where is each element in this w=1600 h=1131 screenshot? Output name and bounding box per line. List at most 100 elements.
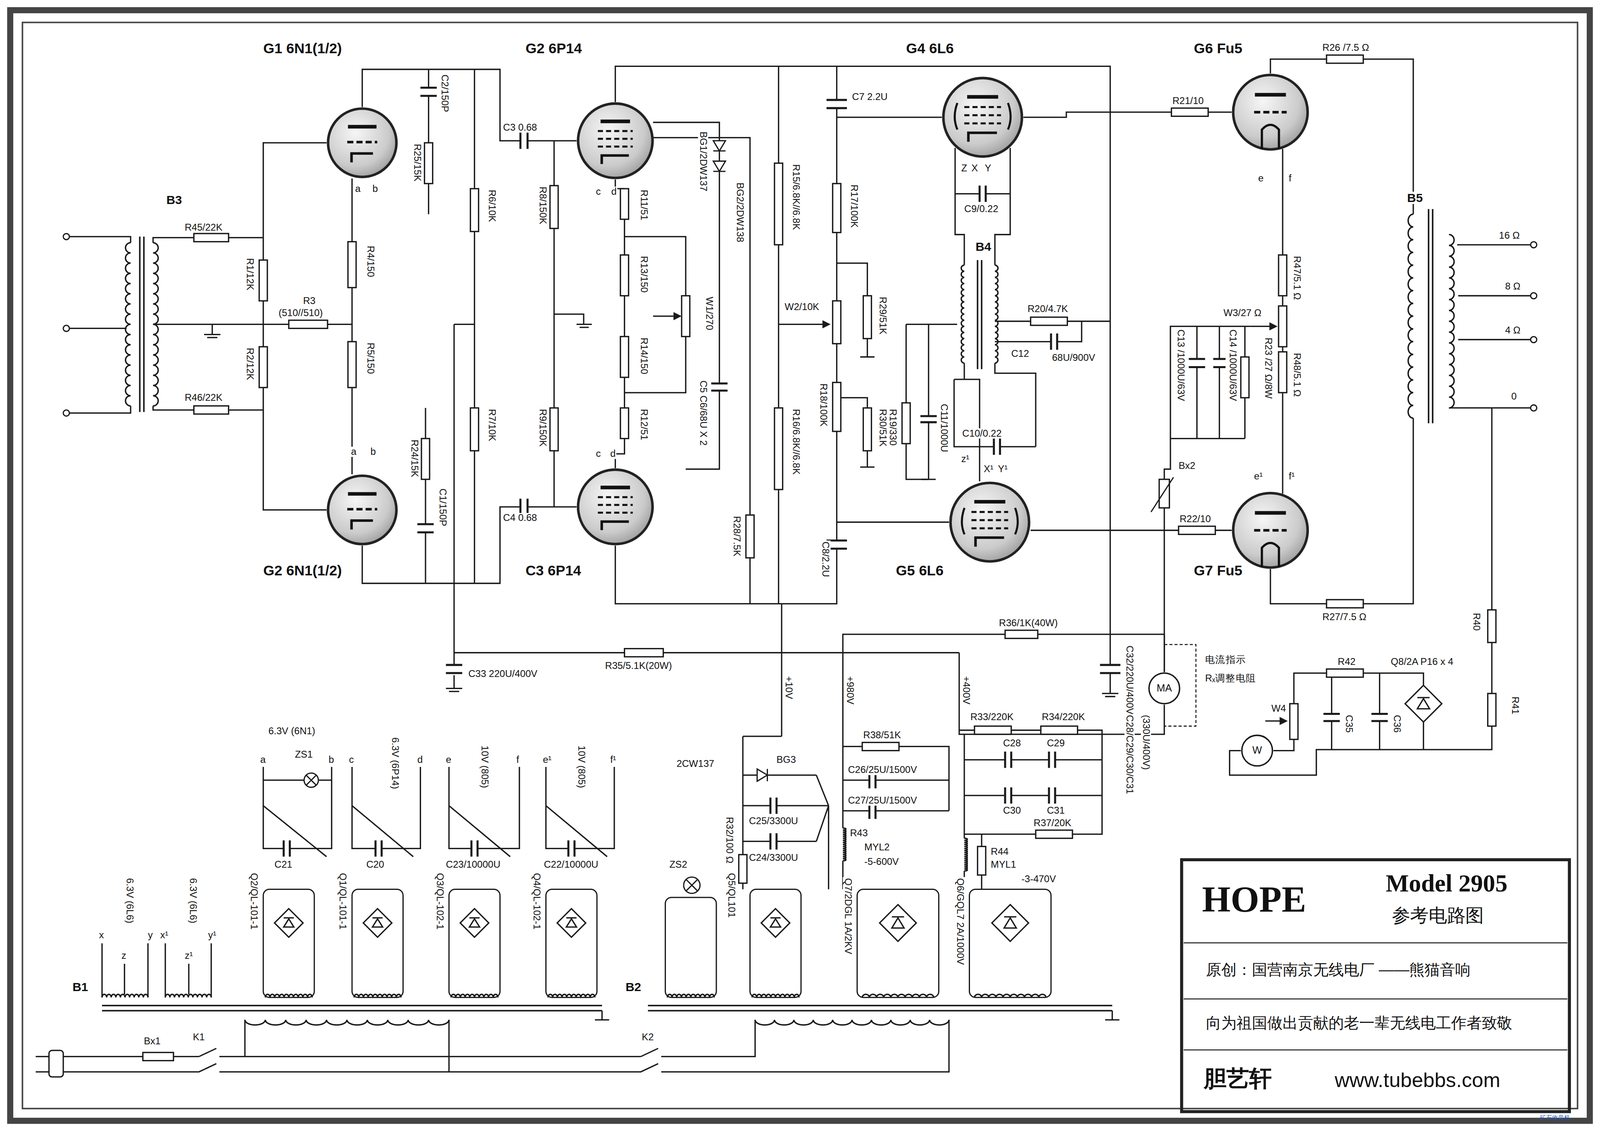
part-label: R30/51K: [878, 408, 888, 449]
wire: [842, 634, 1165, 755]
part-label: C12: [1010, 348, 1031, 359]
lamp-symbol: [685, 879, 698, 892]
part-label: R8/150K: [538, 185, 549, 226]
rectifier-loop: [448, 889, 500, 998]
tube-outline: [1231, 491, 1310, 570]
capacitor-symbol: [1099, 665, 1121, 674]
wire: [35, 1020, 950, 1073]
part-label: (330U/400V): [1141, 714, 1152, 772]
part-label: R2/12K: [245, 346, 255, 382]
title-block-row: 向为祖国做出贡献的老一辈无线电工作者致敬: [1183, 999, 1568, 1051]
vacuum-tube: G6 Fu5: [1231, 73, 1310, 151]
resistor-symbol: [1487, 610, 1496, 643]
resistor-symbol: [832, 382, 841, 432]
title-text: 参考电路图: [1391, 907, 1484, 928]
capacitor-symbol: [979, 185, 986, 202]
tube-symbol: [971, 511, 1009, 514]
ground-symbol: [576, 324, 592, 328]
meter-outline: [1149, 673, 1180, 704]
transformer-core: [139, 236, 144, 413]
part-label: C9/0.22: [963, 204, 1000, 214]
resistor-symbol: [832, 183, 841, 233]
rectifier-bridge: [363, 909, 393, 938]
tube-outline: [941, 76, 1024, 159]
title-text: Model 2905: [1385, 870, 1508, 898]
resistor-symbol: [620, 408, 629, 439]
resistor-symbol: [1278, 306, 1287, 347]
part-label: c: [348, 755, 355, 765]
capacitor-symbol: [375, 840, 382, 857]
part-label: C21: [273, 859, 294, 870]
part-label: R6/10K: [487, 188, 497, 224]
tube-symbol: [961, 508, 1018, 535]
wire: [35, 59, 1531, 1073]
part-label: Q3/QL-102-1: [435, 872, 445, 931]
part-label: C33 220U/400V: [467, 669, 539, 679]
part-label: BG1/2DW137: [698, 130, 709, 193]
part-label: B1: [71, 981, 90, 994]
tube-label: G2 6P14: [525, 40, 583, 57]
part-label: x: [98, 930, 105, 941]
transformer-core: [977, 260, 982, 370]
part-label: 16 Ω: [1497, 230, 1521, 241]
rectifier-bridge: [556, 909, 586, 938]
part-label: C1/150P: [438, 487, 449, 528]
resistor-symbol: [1289, 703, 1298, 740]
wire: [778, 66, 837, 604]
coil-symbol: [755, 1020, 950, 1026]
rectifier-loop: [263, 889, 1052, 998]
tube-symbol: [348, 492, 377, 496]
wire: [1023, 112, 1232, 531]
part-label: R44: [989, 846, 1010, 857]
part-label: R3: [302, 295, 317, 306]
wire: [152, 142, 327, 411]
part-label: f: [515, 755, 521, 765]
part-label: Y: [983, 163, 993, 174]
part-label: Q2/QL-101-1: [249, 872, 260, 931]
wire: [424, 408, 426, 584]
part-label: f¹: [609, 755, 618, 765]
terminal-dot: [63, 325, 70, 332]
lamp-symbol: [306, 775, 317, 786]
tube-symbol: [967, 95, 999, 99]
resistor-symbol: [862, 742, 900, 751]
part-label: C29: [1045, 738, 1066, 749]
part-label: R27/7.5 Ω: [1321, 612, 1368, 622]
capacitor-symbol: [568, 840, 575, 857]
tube-symbol: [954, 96, 1011, 142]
part-label: ZS2: [668, 859, 689, 870]
part-label: z: [120, 950, 128, 961]
part-label: z¹: [960, 454, 971, 464]
wire: [1265, 720, 1282, 722]
part-label: R42: [1336, 657, 1357, 667]
part-label: e: [444, 755, 453, 765]
lamp-symbol: [304, 773, 701, 894]
tube-symbol: [968, 132, 998, 142]
tube-symbol: [1253, 110, 1287, 114]
tube-symbol: [327, 475, 397, 545]
part-label: B3: [165, 194, 184, 207]
part-label: R23 /27 Ω/8W: [1263, 336, 1274, 401]
part-label: Z: [960, 163, 969, 174]
resistor-symbol: [1030, 317, 1068, 326]
wire: [652, 137, 782, 737]
capacitor-symbol: [1049, 787, 1056, 804]
tube-symbol: [347, 140, 378, 144]
resistor-symbol: [1240, 356, 1249, 398]
resistor-symbol: [1326, 669, 1364, 678]
wire: [1229, 408, 1492, 776]
part-label: R32/100 Ω: [725, 815, 735, 865]
part-label: Y¹: [997, 464, 1009, 474]
title-block-frame: [1181, 859, 1570, 1112]
tube-label: C3 6P14: [525, 563, 582, 579]
resistor-symbol: [142, 1052, 174, 1061]
part-label: R45/22K: [183, 222, 224, 232]
part-label: R34/220K: [1040, 711, 1087, 722]
coil-symbol: [1449, 234, 1455, 409]
capacitor-symbol: [283, 87, 1388, 858]
resistor-symbol: [424, 142, 433, 184]
part-label: Q4/QL-102-1: [531, 872, 542, 931]
resistor-symbol: [620, 254, 629, 296]
rectifier-loop: [665, 897, 717, 998]
part-label: +400V: [961, 675, 972, 706]
